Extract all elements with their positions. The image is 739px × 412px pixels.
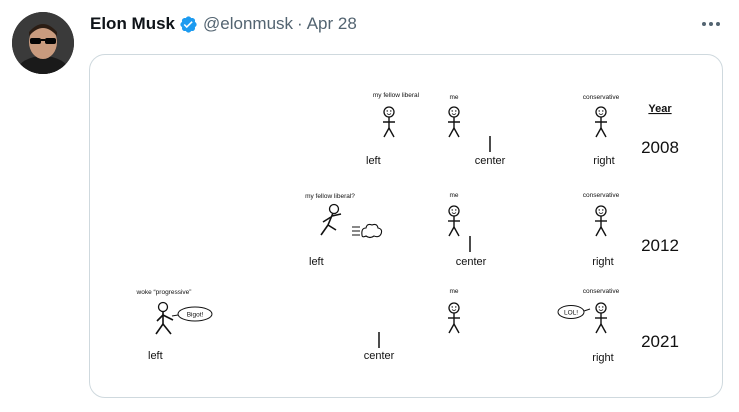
speech-text: LOL! [564, 310, 578, 317]
year-label: 2008 [641, 138, 679, 157]
axis-center-label: center [456, 256, 487, 268]
dust-cloud-icon [352, 224, 382, 237]
stick-figure-liberal [383, 107, 395, 137]
speech-text: Bigot! [187, 312, 204, 319]
stick-figure-conservative [595, 206, 607, 236]
figure-caption: conservative [583, 94, 620, 101]
speech-bubble: Bigot! [172, 307, 212, 321]
axis-right-label: right [593, 155, 614, 167]
axis-right-label: right [592, 352, 613, 364]
stick-figure-me [448, 107, 460, 137]
stick-figure-conservative [595, 107, 607, 137]
stick-figure-me [448, 206, 460, 236]
axis-center-label: center [364, 350, 395, 362]
figure-caption: me [449, 192, 458, 199]
axis-left-label: left [148, 350, 163, 362]
speech-bubble: LOL! [558, 306, 590, 319]
row-2021: left center right 2021 woke “progressive… [136, 288, 679, 364]
verified-badge-icon [179, 15, 198, 34]
walking-figure [156, 303, 173, 335]
stick-figure-me [448, 303, 460, 333]
more-options-icon[interactable] [696, 14, 726, 34]
figure-caption: me [449, 288, 458, 295]
stick-figure-conservative [595, 303, 607, 333]
avatar[interactable] [12, 12, 74, 74]
tweet-image[interactable]: Year left center right 2008 my fellow li… [89, 54, 723, 398]
figure-caption: woke “progressive” [136, 289, 192, 296]
axis-left-label: left [309, 256, 324, 268]
figure-caption: me [449, 94, 458, 101]
author-handle[interactable]: @elonmusk [203, 14, 293, 34]
figure-caption: conservative [583, 288, 620, 295]
separator: · [297, 14, 303, 34]
running-figure [321, 205, 341, 236]
figure-caption: conservative [583, 192, 620, 199]
tweet-author: Elon Musk @elonmusk · Apr 28 [90, 13, 357, 35]
row-2012: left center right 2012 my fellow liberal… [305, 192, 679, 268]
tweet-date[interactable]: Apr 28 [307, 14, 357, 34]
axis-center-label: center [475, 155, 506, 167]
year-label: 2021 [641, 332, 679, 351]
year-label: 2012 [641, 236, 679, 255]
avatar-image [12, 12, 74, 74]
axis-right-label: right [592, 256, 613, 268]
political-spectrum-meme: Year left center right 2008 my fellow li… [90, 55, 722, 397]
axis-left-label: left [366, 155, 381, 167]
figure-caption: my fellow liberal? [305, 193, 355, 200]
figure-caption: my fellow liberal [373, 92, 420, 99]
year-header: Year [648, 103, 672, 115]
row-2008: left center right 2008 my fellow liberal… [365, 92, 679, 167]
author-name[interactable]: Elon Musk [90, 14, 175, 34]
